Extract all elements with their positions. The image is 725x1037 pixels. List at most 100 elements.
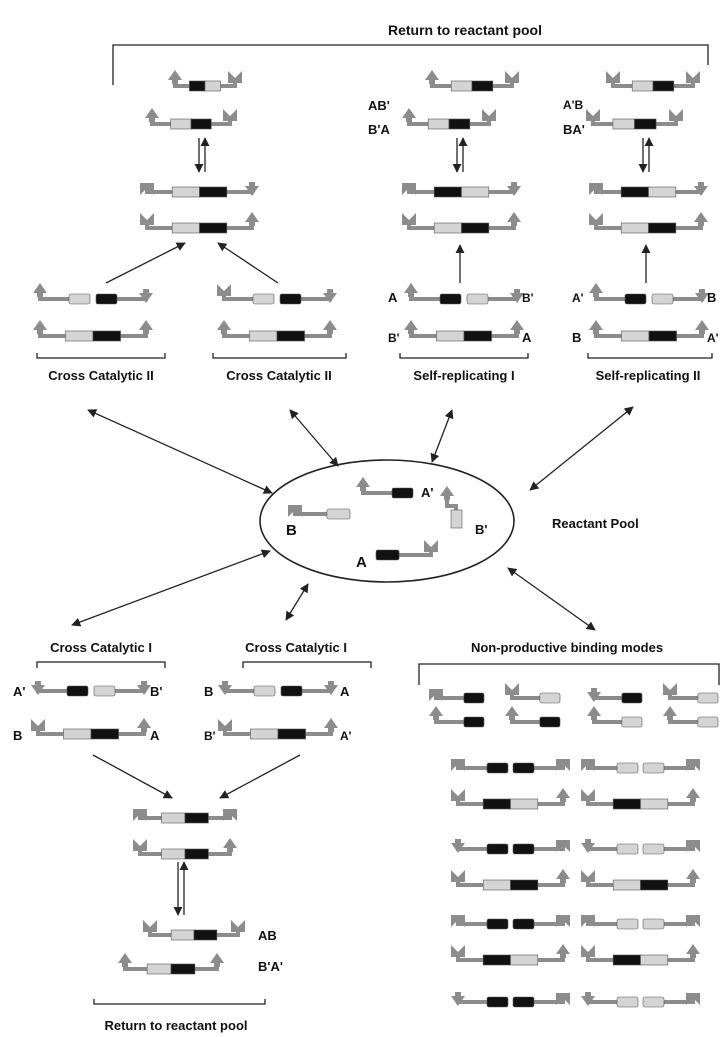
product-cc2-bottom (145, 108, 237, 130)
duplex-sr1-bottom (402, 212, 521, 234)
np-complex-3b-left (581, 992, 639, 1008)
arrow-recognition-icon (145, 108, 159, 122)
fragment-cc2a-right (95, 289, 153, 305)
arrow-recognition-icon (505, 706, 519, 720)
bracket-sr1 (399, 353, 529, 359)
template-sr2 (589, 320, 709, 342)
equilibrium-arrow-cc2 (194, 137, 210, 173)
vee-recognition-icon (451, 759, 465, 771)
top-return-bracket (112, 44, 709, 85)
arrow-recognition-icon (510, 320, 524, 334)
pool-species-b-prime: B' (475, 522, 487, 537)
duplex-bottom-top (133, 809, 237, 824)
vee-recognition-icon (556, 840, 570, 852)
np-fragment-1 (429, 689, 485, 704)
arrow-recognition-icon (440, 486, 454, 500)
arrow-recognition-icon (451, 992, 465, 1006)
pool-species-a-prime: A' (421, 485, 433, 500)
label-bottom-product-top: AB (258, 928, 277, 943)
pool-species-b: B (286, 522, 297, 539)
arrow-recognition-icon (587, 706, 601, 720)
np-fragment-8 (663, 706, 719, 728)
pool-fragment-a (375, 540, 438, 561)
arrow-recognition-icon (694, 212, 708, 226)
vee-recognition-icon (228, 71, 242, 83)
bracket-cc1-left (36, 661, 166, 668)
arrow-cc1-left-down (92, 754, 173, 799)
caption-nonproductive: Non-productive binding modes (471, 640, 663, 655)
vee-recognition-icon (429, 689, 443, 701)
np-complex-0b-template (581, 788, 700, 810)
np-fragment-5 (587, 688, 643, 704)
fragment-cc2a-left (33, 283, 91, 305)
arrow-recognition-icon (404, 320, 418, 334)
label-cc1b-left-top: B (204, 684, 213, 699)
vee-recognition-icon (581, 945, 595, 957)
caption-cc1-left: Cross Catalytic I (50, 640, 152, 655)
vee-recognition-icon (223, 809, 237, 821)
label-cc1b-right-top: A (340, 684, 350, 699)
vee-recognition-icon (451, 915, 465, 927)
bracket-cc2-left (36, 353, 166, 359)
arrow-recognition-icon (556, 869, 570, 883)
arrow-recognition-icon (587, 688, 601, 702)
vee-recognition-icon (143, 920, 157, 932)
vee-recognition-icon (581, 870, 595, 882)
np-complex-1b-template (581, 869, 700, 891)
fragment-cc1a-left (31, 681, 89, 697)
arrow-recognition-icon (323, 320, 337, 334)
np-complex-1b-left (581, 839, 639, 855)
vee-recognition-icon (589, 213, 603, 225)
top-return-caption: Return to reactant pool (388, 22, 542, 38)
fragment-cc1b-left (218, 681, 276, 697)
duplex-sr2-top (589, 182, 708, 198)
vee-recognition-icon (133, 839, 147, 851)
arrow-cc2-right-up (217, 242, 279, 284)
fragment-cc1a-right (93, 681, 151, 697)
pool-fragment-a-prime (356, 477, 414, 499)
arrow-recognition-icon (210, 953, 224, 967)
vee-recognition-icon (424, 540, 438, 552)
duplex-bottom-bottom (133, 838, 237, 860)
arrow-pool-cc2-left (87, 409, 273, 494)
arrow-recognition-icon (245, 212, 259, 226)
template-sr1 (404, 320, 524, 342)
label-cc1b-right-bottom: A' (340, 729, 352, 743)
label-sr2-product-bottom: BA' (563, 122, 585, 137)
arrow-recognition-icon (137, 718, 151, 732)
arrow-recognition-icon (33, 320, 47, 334)
vee-recognition-icon (686, 840, 700, 852)
arrow-recognition-icon (356, 477, 370, 491)
vee-recognition-icon (581, 759, 595, 771)
vee-recognition-icon (581, 789, 595, 801)
label-sr1-left-bottom: B' (388, 331, 400, 345)
template-cc1b (218, 718, 338, 740)
vee-recognition-icon (31, 719, 45, 731)
template-cc1a (31, 718, 151, 740)
vee-recognition-icon (451, 870, 465, 882)
fragment-sr2-left (589, 283, 647, 305)
bottom-return-bracket (93, 999, 266, 1005)
arrow-recognition-icon (694, 182, 708, 196)
fragment-cc2b-left (217, 284, 275, 305)
arrow-recognition-icon (402, 108, 416, 122)
np-complex-2a-left (451, 915, 509, 930)
molecule-layer (31, 70, 719, 1008)
arrow-recognition-icon (137, 681, 151, 695)
vee-recognition-icon (288, 505, 302, 517)
vee-recognition-icon (217, 284, 231, 296)
caption-cc1-right: Cross Catalytic I (245, 640, 347, 655)
vee-recognition-icon (231, 920, 245, 932)
np-complex-2b-right (642, 915, 700, 930)
arrow-recognition-icon (581, 992, 595, 1006)
label-sr2-left-top: A' (572, 291, 584, 305)
arrow-recognition-icon (695, 320, 709, 334)
vee-recognition-icon (606, 71, 620, 83)
vee-recognition-icon (556, 993, 570, 1005)
arrow-recognition-icon (139, 289, 153, 303)
arrow-recognition-icon (324, 718, 338, 732)
label-sr2-left-bottom: B (572, 330, 581, 345)
label-cc1a-right-top: B' (150, 684, 162, 699)
arrow-recognition-icon (245, 182, 259, 196)
